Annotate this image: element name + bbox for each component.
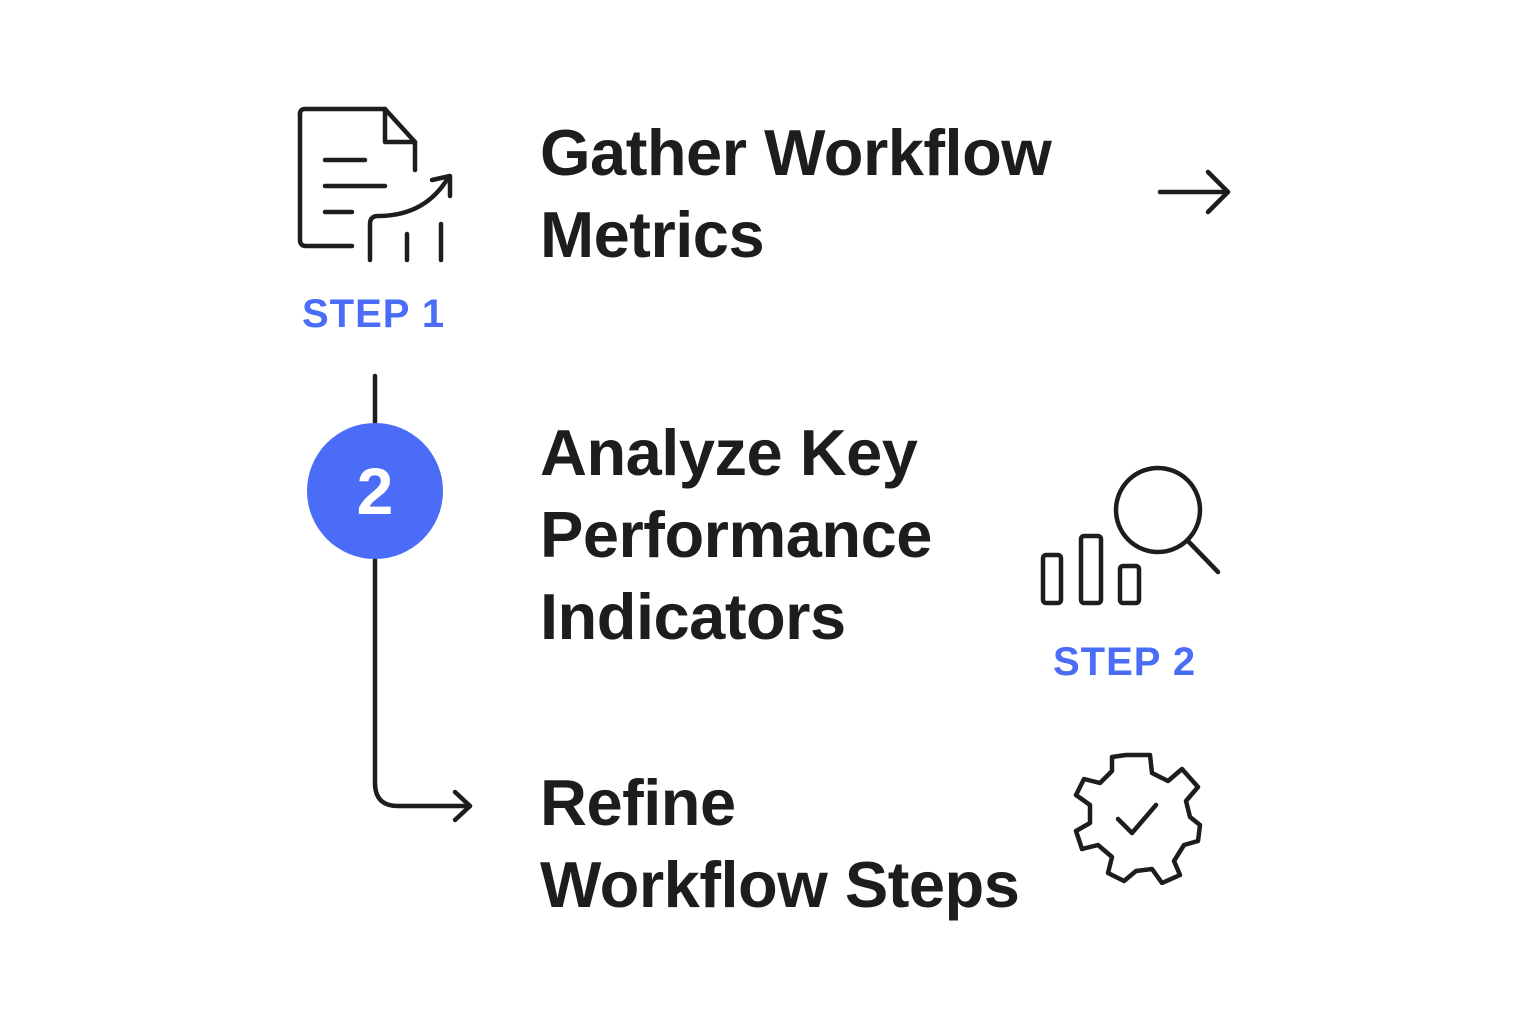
step-2-title-line: Performance (540, 498, 932, 571)
step-1-label: STEP 1 (302, 292, 446, 336)
step-1-title-line: Metrics (540, 198, 765, 271)
step-2-label: STEP 2 (1053, 640, 1197, 684)
step-1-title: Gather Workflow Metrics (540, 112, 1052, 276)
step-3-title-line: Workflow Steps (540, 848, 1020, 921)
step-2-title-line: Indicators (540, 580, 846, 653)
step-3-title: Refine Workflow Steps (540, 762, 1020, 926)
step-2-badge: 2 (307, 423, 443, 559)
bar-chart-magnifier-icon (1040, 465, 1221, 606)
step-2-title: Analyze Key Performance Indicators (540, 412, 932, 658)
step-1-title-line: Gather Workflow (540, 116, 1052, 189)
document-growth-chart-icon (297, 106, 453, 263)
step-2-title-line: Analyze Key (540, 416, 918, 489)
gear-check-icon (1073, 752, 1203, 885)
arrow-right-icon (1157, 169, 1231, 215)
step-3-title-line: Refine (540, 766, 736, 839)
